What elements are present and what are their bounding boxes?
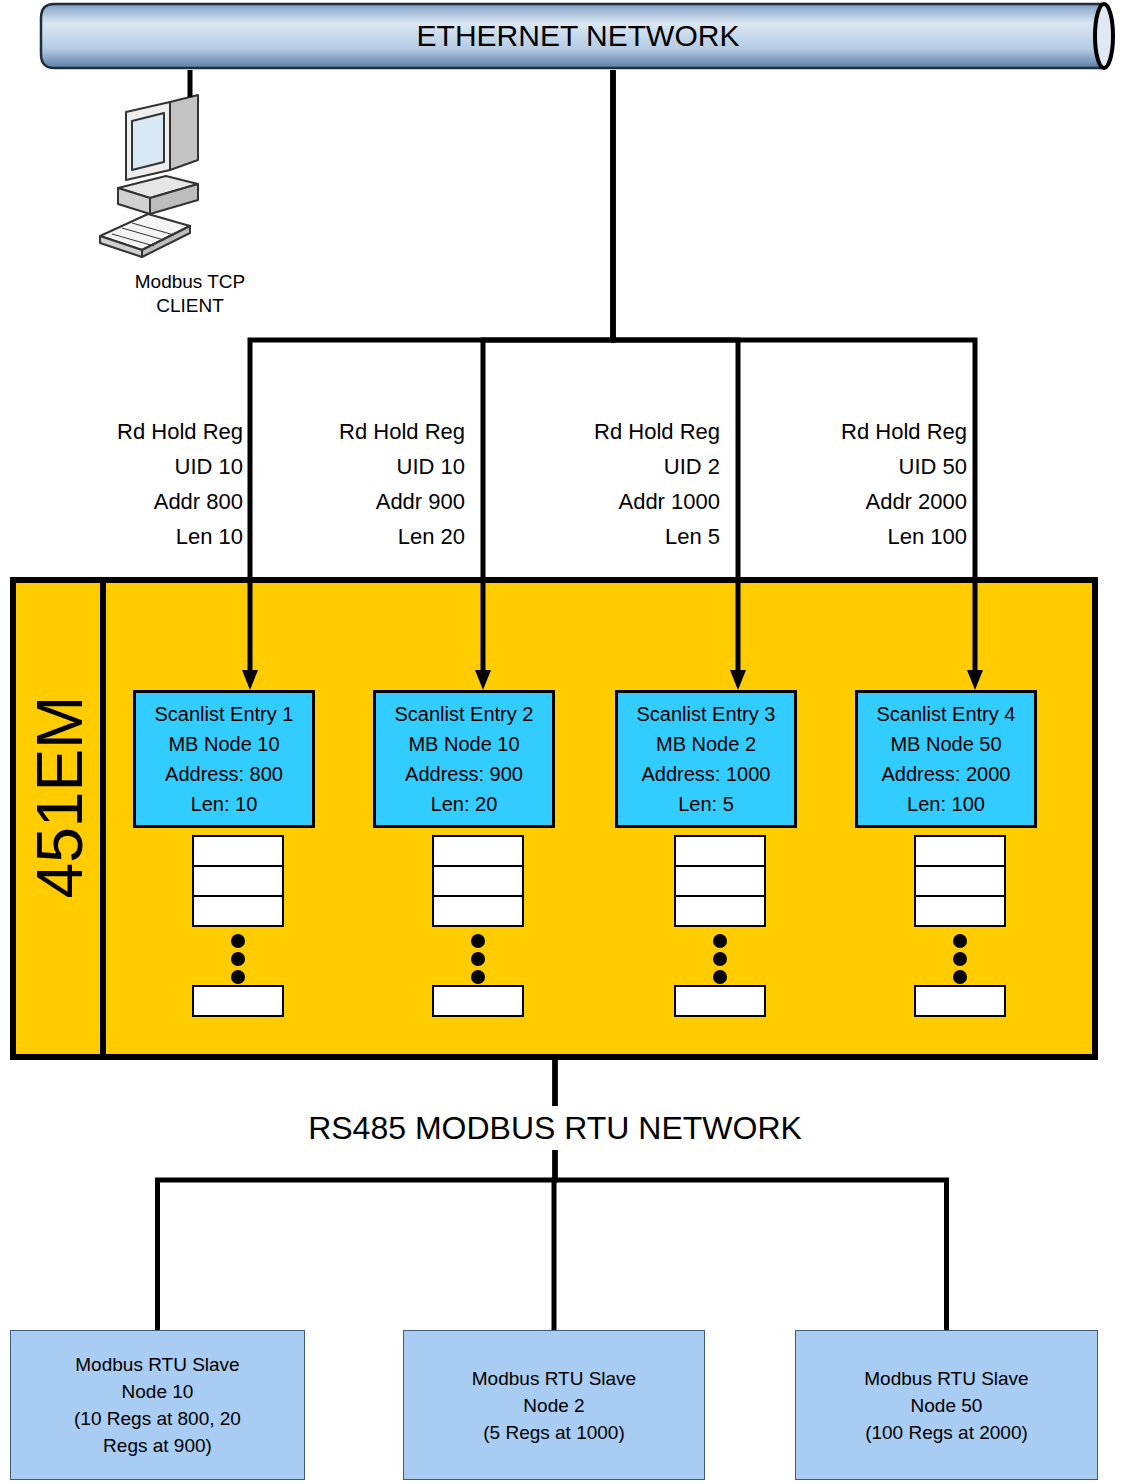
- computer-icon: [100, 95, 198, 257]
- slave-text: Modbus RTU Slave: [864, 1365, 1028, 1392]
- entry-text: MB Node 50: [890, 729, 1001, 759]
- module-divider: [100, 577, 106, 1060]
- slave-text: (100 Regs at 2000): [865, 1419, 1028, 1446]
- request-label: Len 100: [887, 519, 967, 554]
- entry-text: Len: 20: [431, 789, 498, 819]
- request-label: Addr 2000: [865, 484, 967, 519]
- request-label: Len 5: [665, 519, 720, 554]
- request-label: Addr 1000: [618, 484, 720, 519]
- slave-device: Modbus RTU SlaveNode 10(10 Regs at 800, …: [10, 1330, 305, 1480]
- gateway-module: 451EMScanlist Entry 1MB Node 10Address: …: [10, 577, 1098, 1060]
- module-name: 451EM: [28, 696, 92, 899]
- slave-text: Node 50: [911, 1392, 983, 1419]
- network-title: ETHERNET NETWORK: [417, 18, 740, 54]
- slave-device: Modbus RTU SlaveNode 2(5 Regs at 1000): [403, 1330, 705, 1480]
- request-arrow: [613, 70, 738, 674]
- entry-text: MB Node 2: [656, 729, 756, 759]
- request-label: UID 10: [397, 449, 465, 484]
- request-arrow: [250, 70, 613, 674]
- network-label: RS485 MODBUS RTU NETWORK: [300, 1106, 810, 1150]
- entry-text: Len: 100: [907, 789, 985, 819]
- scanlist-entry: Scanlist Entry 2MB Node 10Address: 900Le…: [373, 690, 555, 828]
- module-fill: [10, 577, 1098, 1060]
- slave-text: Modbus RTU Slave: [472, 1365, 636, 1392]
- ellipsis-dots: [231, 934, 967, 984]
- entry-text: Len: 10: [191, 789, 258, 819]
- request-label: Len 20: [398, 519, 465, 554]
- request-label: UID 2: [664, 449, 720, 484]
- request-label: UID 50: [899, 449, 967, 484]
- network-wire: [188, 70, 193, 97]
- request-label: Addr 900: [376, 484, 465, 519]
- slave-text: Node 10: [122, 1378, 194, 1405]
- request-arrow: [613, 70, 975, 674]
- entry-text: Scanlist Entry 1: [155, 699, 294, 729]
- request-arrow: [483, 70, 613, 674]
- slave-device: Modbus RTU SlaveNode 50(100 Regs at 2000…: [795, 1330, 1098, 1480]
- client-computer: Modbus TCP CLIENT: [95, 97, 285, 320]
- request-label: Rd Hold Reg: [117, 414, 243, 449]
- request-label: Rd Hold Reg: [841, 414, 967, 449]
- request-label: UID 10: [175, 449, 243, 484]
- slave-text: Modbus RTU Slave: [75, 1351, 239, 1378]
- request-label: Addr 800: [154, 484, 243, 519]
- entry-text: Address: 800: [165, 759, 283, 789]
- slave-text: (10 Regs at 800, 20 Regs at 900): [73, 1405, 243, 1459]
- client-label: Modbus TCP CLIENT: [128, 270, 253, 318]
- slave-text: Node 2: [523, 1392, 584, 1419]
- entry-text: Address: 900: [405, 759, 523, 789]
- entry-text: Address: 1000: [642, 759, 771, 789]
- entry-text: MB Node 10: [408, 729, 519, 759]
- network-wire: [158, 1060, 556, 1330]
- network-bus: ETHERNET NETWORK: [38, 2, 1118, 70]
- entry-text: Scanlist Entry 2: [395, 699, 534, 729]
- slave-text: (5 Regs at 1000): [483, 1419, 625, 1446]
- entry-text: Len: 5: [678, 789, 734, 819]
- entry-text: Scanlist Entry 4: [877, 699, 1016, 729]
- entry-text: MB Node 10: [168, 729, 279, 759]
- entry-text: Scanlist Entry 3: [637, 699, 776, 729]
- pipe-body: [41, 4, 1104, 68]
- request-label: Len 10: [176, 519, 243, 554]
- request-label: Rd Hold Reg: [339, 414, 465, 449]
- scanlist-entry: Scanlist Entry 3MB Node 2Address: 1000Le…: [615, 690, 797, 828]
- pipe-end: [1095, 4, 1113, 68]
- network-wire: [555, 1060, 947, 1330]
- register-stack: [193, 836, 1005, 1016]
- entry-text: Address: 2000: [882, 759, 1011, 789]
- scanlist-entry: Scanlist Entry 1MB Node 10Address: 800Le…: [133, 690, 315, 828]
- request-label: Rd Hold Reg: [594, 414, 720, 449]
- scanlist-entry: Scanlist Entry 4MB Node 50Address: 2000L…: [855, 690, 1037, 828]
